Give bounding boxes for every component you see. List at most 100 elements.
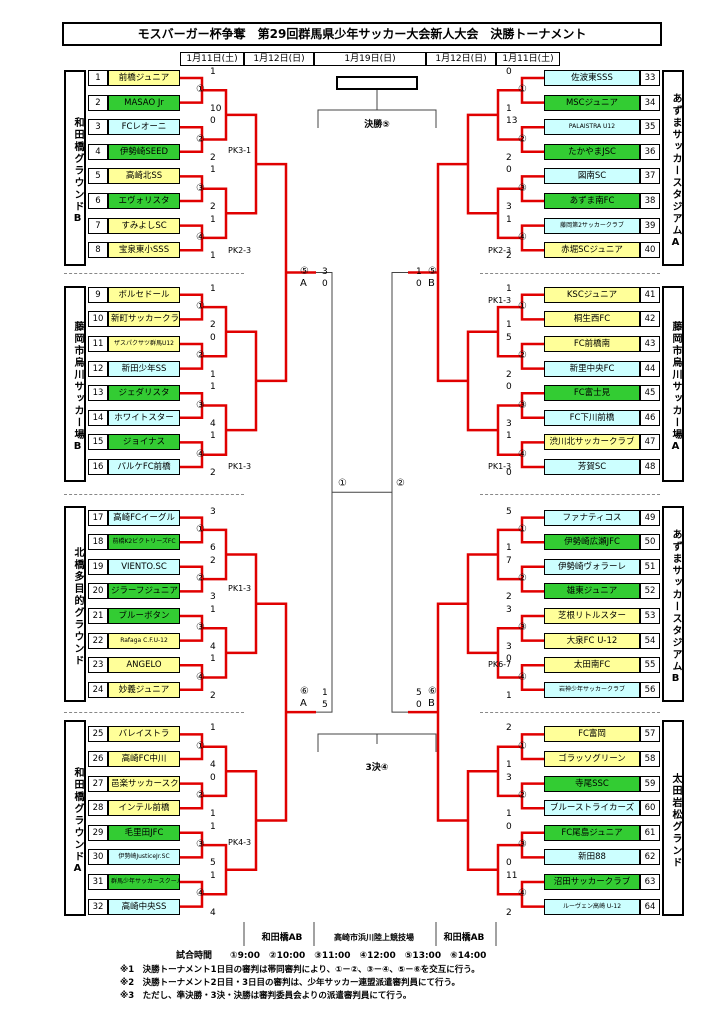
bracket-line: [466, 113, 498, 215]
team-number: 30: [88, 849, 108, 866]
score: 1: [506, 543, 512, 554]
team-name: 寺尾SSC: [544, 775, 640, 792]
score: 2: [210, 555, 216, 566]
team-name: 群馬少年サッカースクール: [108, 874, 180, 890]
semi-mark: ⑤: [300, 266, 309, 277]
score: 0: [416, 700, 422, 710]
pk-score: PK1-3: [488, 462, 512, 471]
team-number: 46: [640, 409, 660, 426]
score: 1: [506, 431, 512, 442]
team-number: 41: [640, 286, 660, 303]
team-number: 44: [640, 360, 660, 377]
match-number-mark: ③: [518, 399, 527, 411]
team-number: 45: [640, 385, 660, 402]
team-number: 17: [88, 509, 108, 526]
score: 1: [210, 431, 216, 442]
team-name: 赤堀SCジュニア: [544, 242, 640, 259]
team-number: 61: [640, 824, 660, 841]
pk-score: PK6-7: [488, 660, 512, 669]
team-name: 芳賀SC: [544, 459, 640, 475]
bracket-line: [466, 770, 498, 871]
team-number: 50: [640, 534, 660, 551]
team-number: 12: [88, 360, 108, 377]
match-number-mark: ④: [518, 888, 527, 900]
team-number: 7: [88, 217, 108, 234]
bracket-line: [202, 627, 228, 679]
score: 3: [506, 605, 512, 615]
team-number: 34: [640, 94, 660, 111]
score: 5: [322, 700, 328, 710]
team-name: ボルセドール: [108, 286, 180, 303]
team-name: MASAO Jr: [108, 94, 180, 111]
team-name: 新田少年SS: [108, 360, 180, 377]
date-header-day1-left: 1月11日(土): [180, 52, 244, 66]
score: 13: [506, 116, 518, 127]
semi-final-mark: ①: [338, 478, 347, 489]
bracket-line: [202, 843, 228, 896]
score: 1: [210, 605, 216, 615]
team-number: 20: [88, 583, 108, 600]
score: 0: [506, 654, 512, 665]
team-name: 伊勢崎ヴォラーレ: [544, 558, 640, 575]
score: 1: [506, 103, 512, 114]
team-number: 62: [640, 849, 660, 866]
times-label: 試合時間: [176, 951, 213, 961]
times: ①9:00 ②10:00 ③11:00 ④12:00 ⑤13:00 ⑥14:00: [230, 951, 487, 961]
pk-score: PK1-3: [488, 296, 512, 305]
team-name: ルーヴェン高崎 U-12: [544, 898, 640, 915]
semi-mark: ⑤: [428, 266, 437, 277]
match-number-mark: ③: [196, 182, 205, 194]
note-1: ※1 決勝トーナメント1日目の審判は帯同審判により、①－②、③－④、⑤－⑥を交互…: [120, 965, 480, 975]
team-number: 38: [640, 193, 660, 209]
team-number: 8: [88, 242, 108, 259]
score: 0: [506, 858, 512, 869]
team-name: 前橋K2ビクトリーズFC: [108, 534, 180, 551]
separator: [64, 273, 244, 274]
team-name: 大泉FC U-12: [544, 632, 640, 649]
score: 5: [416, 688, 422, 698]
team-number: 19: [88, 558, 108, 575]
team-name: 藤岡第2サッカークラブ: [544, 217, 640, 234]
pk-score: PK4-3: [228, 838, 252, 847]
team-name: ファナティコス: [544, 509, 640, 526]
team-number: 36: [640, 143, 660, 160]
score: 1: [506, 760, 512, 770]
team-name: 伊勢崎SEED: [108, 143, 180, 160]
score: 2: [210, 320, 216, 331]
team-name: 高崎FC中川: [108, 751, 180, 767]
team-name: 高崎FCイーグル: [108, 509, 180, 526]
team-number: 3: [88, 119, 108, 136]
note-3: ※3 ただし、準決勝・3決・決勝は審判委員会よりの派遣審判員にて行う。: [120, 991, 412, 1001]
team-name: 図南SC: [544, 168, 640, 185]
score: 0: [506, 468, 512, 478]
team-number: 56: [640, 681, 660, 698]
score: 1: [210, 251, 216, 262]
score: 0: [210, 333, 216, 343]
third-place-label: 3決④: [365, 763, 389, 773]
team-name: インテル前橋: [108, 800, 180, 817]
bracket-line: [226, 770, 258, 871]
team-number: 6: [88, 193, 108, 209]
score: 1: [322, 688, 328, 698]
final-label: 決勝⑤: [364, 120, 390, 130]
bracket-line: [391, 272, 408, 713]
semi-mark: A: [300, 278, 307, 289]
